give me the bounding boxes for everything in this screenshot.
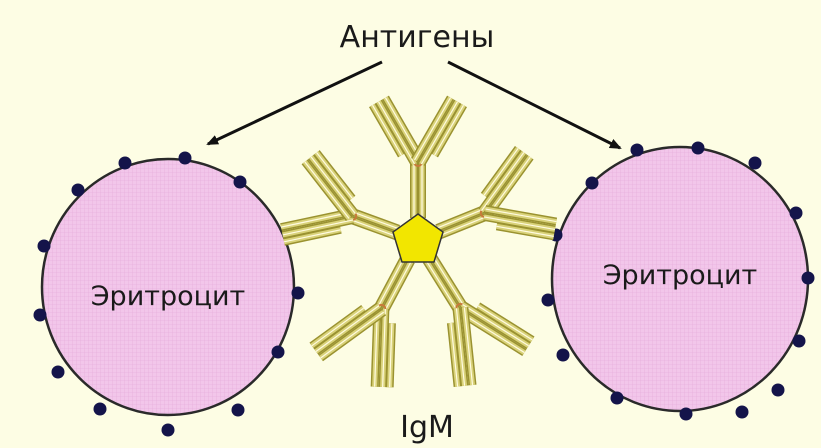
antigen-dot <box>736 406 749 419</box>
label-erythrocyte-right: Эритроцит <box>603 260 758 291</box>
antigen-dot <box>72 184 85 197</box>
arrow-right <box>448 62 620 148</box>
antigen-dot <box>38 240 51 253</box>
igm-monomer <box>281 153 399 242</box>
antigen-dot <box>802 272 815 285</box>
antigen-dot <box>52 366 65 379</box>
label-erythrocyte-left: Эритроцит <box>91 281 246 312</box>
antigen-dot <box>557 349 570 362</box>
antigen-dot <box>749 157 762 170</box>
title-antigens: Антигены <box>340 20 495 55</box>
antigen-dot <box>179 152 192 165</box>
antigen-dot <box>34 309 47 322</box>
arrow-left <box>208 62 382 144</box>
antigen-dot <box>790 207 803 220</box>
antigen-dot <box>631 144 644 157</box>
igm-monomer <box>426 257 532 387</box>
antigen-dot <box>542 294 555 307</box>
antigen-dot <box>772 384 785 397</box>
antigen-dot <box>793 335 806 348</box>
antigen-dot <box>586 177 599 190</box>
antigen-dot <box>292 287 305 300</box>
antigen-dot <box>162 424 175 437</box>
antigen-dot <box>234 176 247 189</box>
antigen-dot <box>611 392 624 405</box>
label-igm: IgM <box>400 410 454 445</box>
igm-monomer <box>372 98 463 218</box>
antigen-dot <box>680 408 693 421</box>
antigen-dot <box>94 403 107 416</box>
antigen-dot <box>232 404 245 417</box>
antigen-dot <box>692 142 705 155</box>
igm-monomer <box>437 148 556 236</box>
antigen-dot <box>272 346 285 359</box>
igm-monomer <box>312 258 411 388</box>
antigen-dot <box>119 157 132 170</box>
j-chain-pentagon <box>393 214 443 262</box>
